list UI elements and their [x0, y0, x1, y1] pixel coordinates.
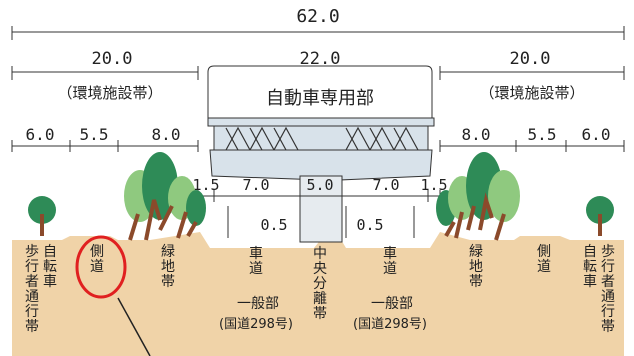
median-label: 中央分離帯: [313, 246, 327, 322]
center-part-dimension-lines: [197, 190, 441, 238]
road-right-sub: 一般部: [371, 296, 413, 312]
zone-dimension-lines: [11, 66, 625, 80]
green-belt-left-label: 緑地帯: [161, 244, 175, 290]
center-zone-label: 自動車専用部: [266, 88, 374, 109]
center-zone-width: 22.0: [300, 49, 341, 69]
highlight-pointer-line: [117, 297, 151, 356]
bike-lane-left-label: 自転車: [43, 244, 57, 290]
left-part-dimension-lines: [11, 140, 199, 152]
right-zone-width: 20.0: [510, 49, 551, 69]
inner-offset-left: 0.5: [260, 216, 287, 234]
walk-lane-left-label: 歩行者通行帯: [25, 244, 39, 335]
center-part-3: 5.0: [306, 176, 333, 194]
total-width-label: 62.0: [296, 6, 339, 27]
tree-group-right: [436, 152, 614, 241]
right-zone-label: （環境施設帯）: [479, 84, 584, 102]
right-part-3: 6.0: [582, 125, 611, 144]
left-part-3: 8.0: [152, 125, 181, 144]
green-belt-right-label: 緑地帯: [469, 244, 483, 290]
elevated-expressway: [207, 117, 435, 243]
right-part-1: 8.0: [462, 125, 491, 144]
bike-lane-right-label: 自転車: [583, 244, 597, 290]
road-right-route: (国道298号): [353, 317, 427, 332]
left-zone-label: （環境施設帯）: [57, 84, 162, 102]
road-right-label: 車道: [383, 245, 397, 277]
right-part-dimension-lines: [439, 140, 625, 152]
road-left-sub: 一般部: [237, 296, 279, 312]
side-road-right-label: 側道: [537, 244, 551, 275]
side-road-highlight-circle: [75, 235, 127, 299]
center-part-2: 7.0: [242, 176, 269, 194]
ground-surface: [12, 232, 624, 356]
side-road-left-label: 側道: [90, 244, 104, 275]
center-part-4: 7.0: [372, 176, 399, 194]
right-part-2: 5.5: [528, 125, 557, 144]
center-part-1: 1.5: [192, 176, 219, 194]
center-zone-bracket: [207, 65, 433, 118]
left-part-2: 5.5: [80, 125, 109, 144]
road-left-label: 車道: [249, 245, 263, 277]
left-part-1: 6.0: [26, 125, 55, 144]
road-left-route: (国道298号): [219, 317, 293, 332]
walk-lane-right-label: 歩行者通行帯: [601, 244, 615, 335]
inner-offset-right: 0.5: [356, 216, 383, 234]
center-part-5: 1.5: [420, 176, 447, 194]
left-zone-width: 20.0: [92, 49, 133, 69]
truss-frame: [225, 126, 419, 152]
tree-group-left: [28, 152, 206, 241]
total-dimension: [11, 26, 625, 40]
